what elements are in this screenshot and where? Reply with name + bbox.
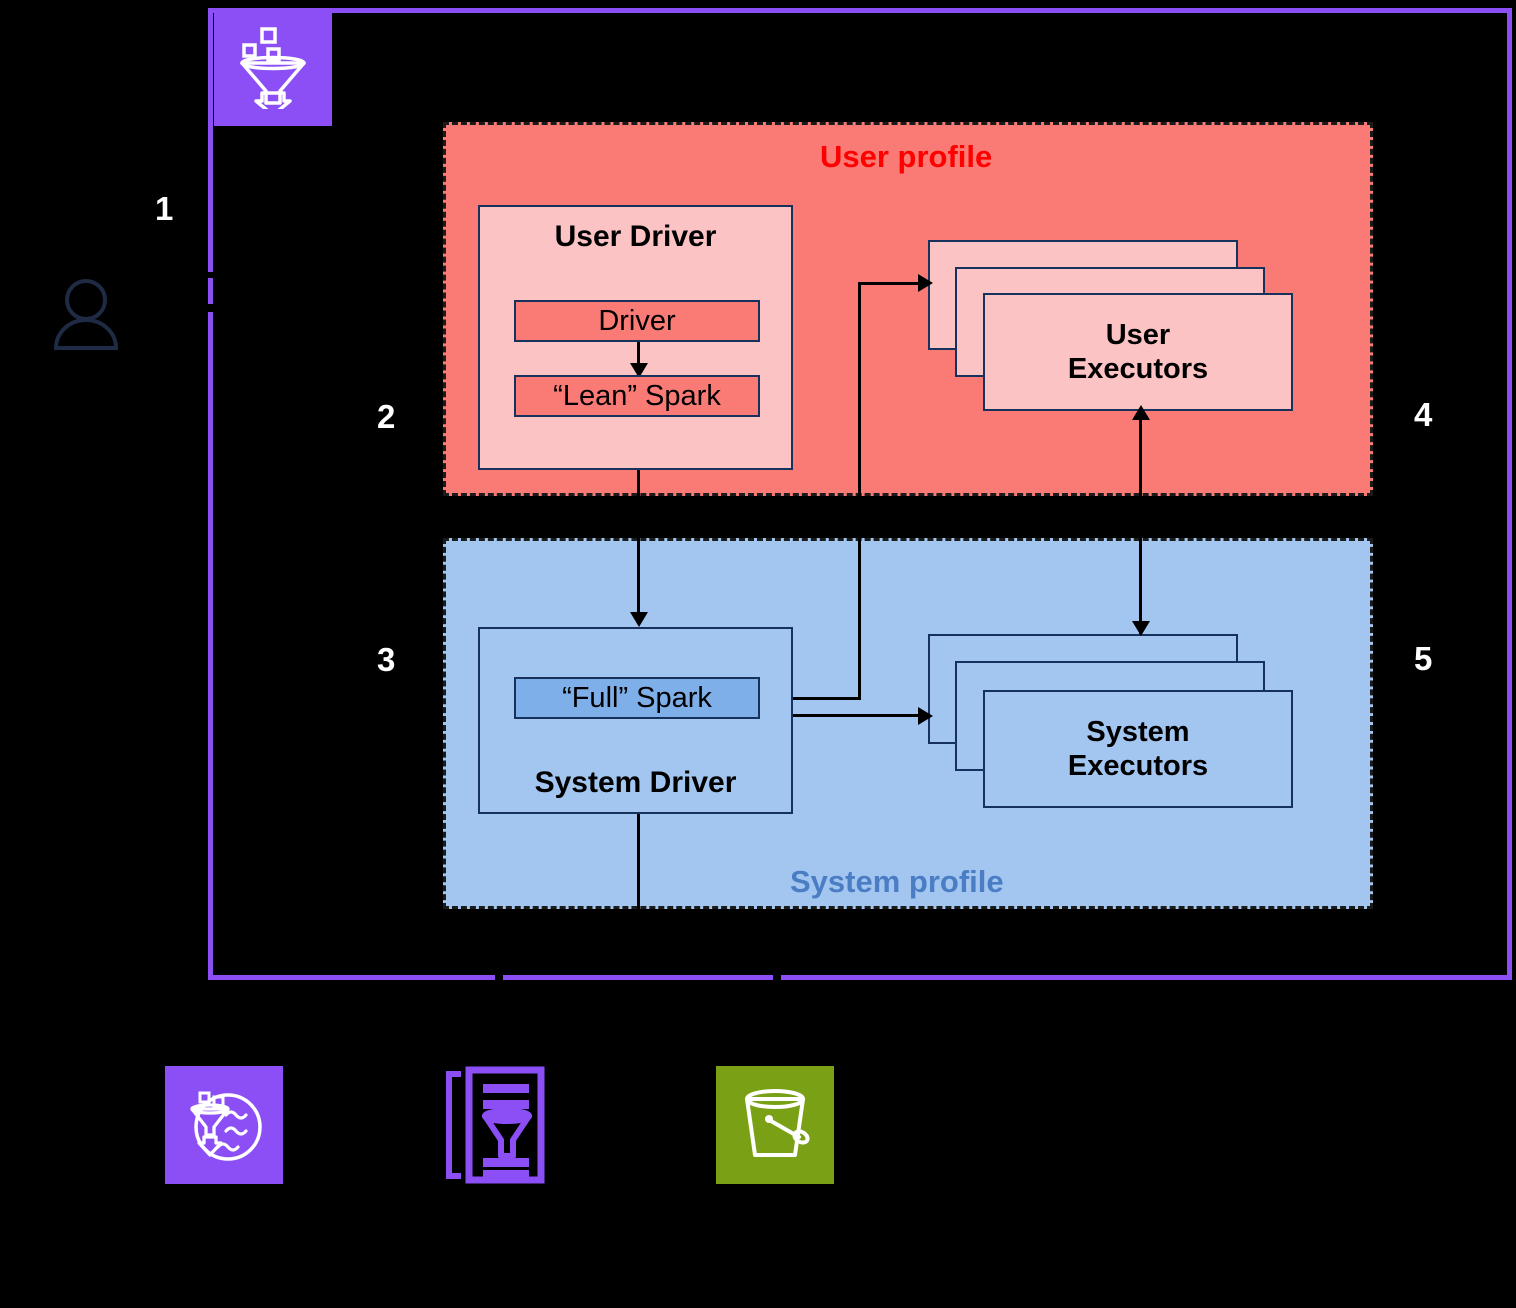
arrowhead-user-driver-to-system-driver	[630, 612, 648, 627]
connector-full-spark-to-system-executors	[793, 714, 920, 717]
connector-left-downlink	[496, 909, 499, 979]
step-number-5: 5	[1414, 640, 1433, 677]
full-spark-box: “Full” Spark	[514, 677, 760, 719]
glue-boundary-top-right	[330, 8, 1512, 13]
system-executors-label-line2: Executors	[1067, 750, 1209, 782]
glue-data-lake-icon	[165, 1066, 283, 1184]
lean-spark-box: “Lean” Spark	[514, 375, 760, 417]
glue-job-notebook-icon	[440, 1062, 564, 1188]
s3-bucket-icon	[716, 1066, 834, 1184]
system-profile-label: System profile	[790, 864, 1004, 899]
arrowhead-executors-down	[1132, 621, 1150, 636]
user-profile-label: User profile	[820, 139, 993, 174]
system-executor-card-front: System Executors	[983, 690, 1293, 808]
connector-executors-bidirectional	[1139, 412, 1142, 634]
glue-boundary-left-mid	[208, 278, 213, 304]
driver-component-box: Driver	[514, 300, 760, 342]
glue-boundary-bottom-a	[208, 975, 495, 980]
connector-system-driver-downlink	[637, 814, 640, 909]
user-executors-label-line2: Executors	[1067, 353, 1209, 385]
glue-boundary-right	[1507, 8, 1512, 980]
system-driver-box	[478, 627, 793, 814]
glue-boundary-bottom-b	[503, 975, 773, 980]
arrowhead-to-user-executors	[918, 274, 933, 292]
connector-user-driver-to-system-driver	[637, 470, 640, 615]
glue-funnel-icon	[214, 8, 332, 126]
connector-full-spark-vertical-riser	[858, 282, 861, 700]
glue-boundary-left-upper	[208, 8, 213, 272]
glue-boundary-left-lower	[208, 312, 213, 980]
step-number-1: 1	[155, 190, 174, 227]
connector-full-spark-to-user-executors	[858, 282, 920, 285]
connector-full-spark-right-stub	[793, 697, 861, 700]
user-executor-card-front: User Executors	[983, 293, 1293, 411]
user-driver-title: User Driver	[554, 220, 717, 253]
step-number-4: 4	[1414, 396, 1433, 433]
connector-driver-to-lean-spark	[637, 342, 640, 365]
arrowhead-to-system-executors	[918, 707, 933, 725]
user-figure	[52, 278, 120, 355]
step-number-2: 2	[377, 398, 396, 435]
arrowhead-driver-to-lean-spark	[630, 363, 648, 378]
system-driver-title: System Driver	[534, 766, 737, 799]
glue-boundary-bottom-c	[781, 975, 1512, 980]
arrowhead-executors-up	[1132, 405, 1150, 420]
user-executors-label-line1: User	[1105, 318, 1171, 351]
step-number-3: 3	[377, 641, 396, 678]
system-executors-label-line1: System	[1086, 715, 1190, 748]
